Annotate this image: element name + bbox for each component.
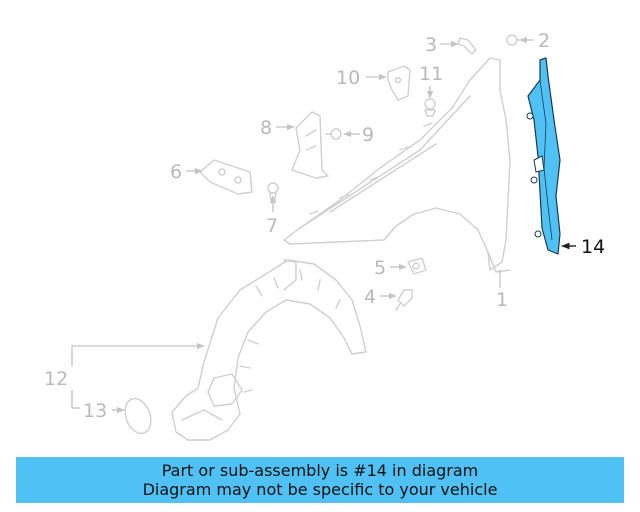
callout-8: 8	[260, 117, 272, 139]
callout-7: 7	[266, 215, 278, 237]
cap-13-part	[124, 397, 152, 435]
callout-4: 4	[364, 286, 376, 308]
bracket-8-part	[291, 111, 329, 179]
clip-5-part	[407, 257, 427, 275]
bolt-3-part	[457, 37, 477, 55]
callout-14: 14	[581, 236, 605, 258]
callout-13: 13	[83, 400, 107, 422]
clip-2-part	[506, 34, 521, 46]
callout-9: 9	[362, 124, 374, 146]
callout-3: 3	[425, 34, 437, 56]
bracket-10-part	[387, 65, 411, 101]
callout-10: 10	[336, 67, 360, 89]
callout-1: 1	[496, 289, 508, 311]
bolt-9-part	[325, 128, 342, 140]
fender-liner-part	[171, 259, 367, 441]
callout-5: 5	[374, 257, 386, 279]
bracket-6-part	[199, 159, 253, 195]
info-banner: Part or sub-assembly is #14 in diagram D…	[16, 457, 624, 503]
banner-line-2: Diagram may not be specific to your vehi…	[142, 480, 498, 499]
seal-14-part	[526, 57, 561, 255]
leader-lines	[71, 36, 576, 414]
banner-line-1: Part or sub-assembly is #14 in diagram	[161, 461, 479, 480]
callout-6: 6	[170, 161, 182, 183]
callout-11: 11	[419, 63, 443, 85]
callout-12: 12	[44, 368, 68, 390]
callout-2: 2	[538, 30, 550, 52]
fastener-4-part	[395, 289, 413, 311]
fender-part	[283, 57, 511, 273]
clip-11-part	[424, 98, 436, 117]
